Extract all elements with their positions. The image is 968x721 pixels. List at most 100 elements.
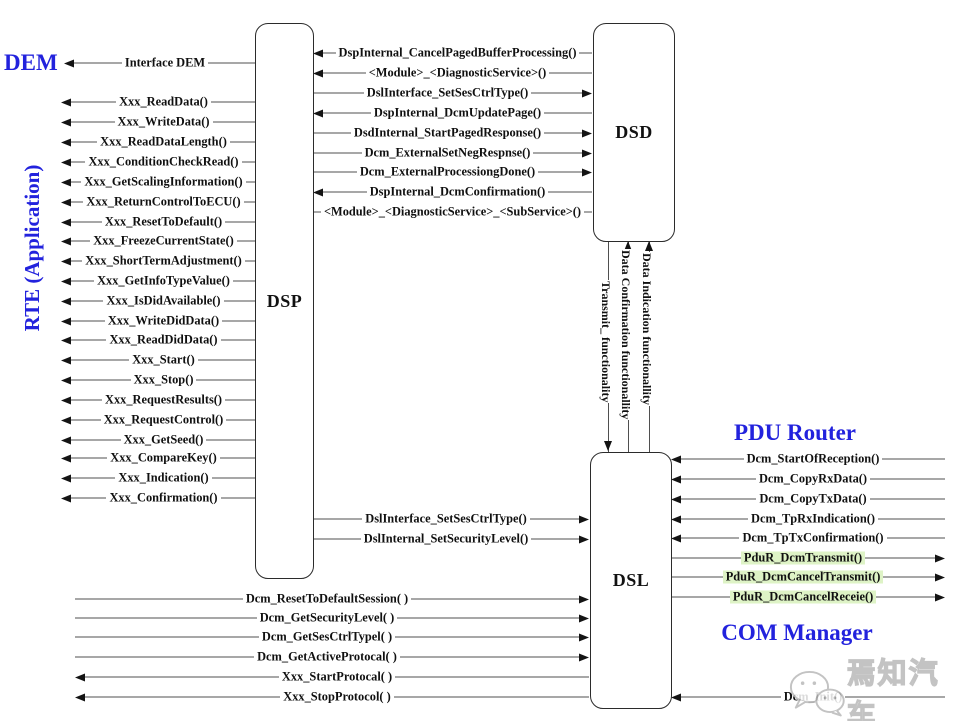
signal-label: DspInternal_DcmUpdatePage() bbox=[370, 106, 545, 120]
signal-rte_dsp-11: Xxx_WriteDidData() bbox=[61, 314, 256, 329]
arrow-left-icon bbox=[61, 98, 71, 106]
arrow-right-icon bbox=[579, 535, 589, 543]
arrow-left-icon bbox=[61, 317, 71, 325]
signal-rte_dsp-13: Xxx_Start() bbox=[61, 353, 256, 368]
signal-line bbox=[71, 379, 131, 381]
signal-app_dsl-2: Dcm_GetSesCtrlTypel( ) bbox=[75, 630, 589, 645]
dsl-box-label: DSL bbox=[612, 570, 650, 590]
signal-line bbox=[212, 121, 256, 123]
signal-line bbox=[877, 518, 946, 520]
signal-line bbox=[222, 320, 256, 322]
arrow-left-icon bbox=[671, 495, 681, 503]
signal-line bbox=[531, 92, 582, 94]
arrow-left-icon bbox=[671, 534, 681, 542]
signal-line bbox=[544, 132, 583, 134]
signal-label: Dcm_TpTxConfirmation() bbox=[739, 531, 887, 545]
signal-line bbox=[323, 52, 336, 54]
signal-line bbox=[323, 112, 371, 114]
signal-label: <Module>_<DiagnosticService>() bbox=[365, 66, 550, 80]
signal-label: Xxx_FreezeCurrentState() bbox=[90, 234, 237, 248]
signal-line bbox=[74, 62, 122, 64]
signal-line bbox=[313, 538, 361, 540]
signal-rte_dsp-12: Xxx_ReadDidData() bbox=[61, 333, 257, 348]
signal-dsp_dsl-1: DslInternal_SetSecurityLevel() bbox=[313, 532, 589, 547]
signal-rte_dsp-9: Xxx_GetInfoTypeValue() bbox=[61, 274, 257, 289]
signal-app_dsl-5: Xxx_StopProtocol( ) bbox=[75, 690, 589, 705]
signal-label: Xxx_ReadDataLength() bbox=[97, 135, 230, 149]
arrow-down-icon bbox=[604, 441, 612, 451]
signal-line bbox=[71, 141, 98, 143]
signal-line bbox=[313, 92, 364, 94]
signal-rte_dsp-0: Xxx_ReadData() bbox=[61, 95, 257, 110]
signal-line bbox=[681, 478, 756, 480]
dsd-box: DSD bbox=[593, 23, 675, 242]
signal-dsp_dsd-2: DslInterface_SetSesCtrlType() bbox=[313, 86, 592, 101]
arrow-right-icon bbox=[582, 149, 592, 157]
signal-label: Xxx_StopProtocol( ) bbox=[280, 690, 394, 704]
signal-line bbox=[681, 498, 757, 500]
signal-line bbox=[395, 636, 579, 638]
signal-rte_dsp-10: Xxx_IsDidAvailable() bbox=[61, 294, 257, 309]
arrow-left-icon bbox=[61, 178, 71, 186]
signal-line bbox=[71, 339, 107, 341]
signal-line bbox=[197, 359, 256, 361]
signal-label: Xxx_GetScalingInformation() bbox=[81, 175, 246, 189]
signal-line bbox=[579, 52, 593, 54]
signal-rte_dsp-4: Xxx_GetScalingInformation() bbox=[61, 175, 257, 190]
signal-line bbox=[883, 576, 936, 578]
signal-label: Dcm_StartOfReception() bbox=[743, 452, 883, 466]
signal-line bbox=[865, 557, 936, 559]
signal-label: Xxx_Start() bbox=[129, 353, 198, 367]
signal-line bbox=[549, 72, 592, 74]
signal-app_dsl-0: Dcm_ResetToDefaultSession( ) bbox=[75, 592, 590, 607]
signal-label: Xxx_GetSeed() bbox=[120, 433, 207, 447]
signal-app_dsl-3: Dcm_GetActiveProtocal( ) bbox=[75, 650, 590, 665]
signal-line bbox=[85, 676, 279, 678]
signal-label: Xxx_Confirmation() bbox=[106, 491, 221, 505]
signal-rte_dsp-1: Xxx_WriteData() bbox=[61, 115, 256, 130]
signal-label: DslInterface_SetSesCtrlType() bbox=[362, 512, 530, 526]
signal-label: Xxx_ReadData() bbox=[116, 95, 211, 109]
signal-line bbox=[584, 211, 593, 213]
signal-label: PduR_DcmCancelTransmit() bbox=[722, 570, 884, 584]
signal-line bbox=[411, 598, 580, 600]
signal-line bbox=[323, 72, 366, 74]
signal-line bbox=[245, 181, 257, 183]
signal-line bbox=[671, 596, 730, 598]
signal-label: DspInternal_DcmConfirmation() bbox=[366, 185, 549, 199]
signal-line bbox=[313, 518, 363, 520]
dsp-box-label: DSP bbox=[266, 290, 303, 311]
signal-line bbox=[71, 359, 130, 361]
signal-line bbox=[71, 300, 104, 302]
arrow-right-icon bbox=[579, 614, 589, 622]
arrow-left-icon bbox=[313, 188, 323, 196]
signal-line bbox=[533, 152, 582, 154]
signal-rte_dsp-16: Xxx_RequestControl() bbox=[61, 413, 257, 428]
signal-dsl_pdur-6: PduR_DcmCancelTransmit() bbox=[671, 570, 946, 585]
signal-line bbox=[395, 676, 590, 678]
signal-line bbox=[71, 399, 102, 401]
signal-line bbox=[548, 191, 592, 193]
arrow-right-icon bbox=[579, 515, 589, 523]
signal-label: Xxx_IsDidAvailable() bbox=[103, 294, 224, 308]
signal-line bbox=[211, 477, 256, 479]
arrow-left-icon bbox=[61, 297, 71, 305]
signal-line bbox=[886, 537, 946, 539]
signal-line bbox=[870, 478, 945, 480]
arrow-left-icon bbox=[61, 494, 71, 502]
arrow-left-icon bbox=[61, 436, 71, 444]
rte-application-title: RTE (Application) bbox=[20, 164, 44, 332]
signal-label: Xxx_ShortTermAdjustment() bbox=[82, 254, 245, 268]
dsp-box: DSP bbox=[255, 23, 314, 579]
signal-rte_dsp-7: Xxx_FreezeCurrentState() bbox=[61, 234, 257, 249]
signal-line bbox=[220, 339, 257, 341]
signal-label: PduR_DcmCancelReceie() bbox=[729, 590, 877, 604]
signal-label: Xxx_GetInfoTypeValue() bbox=[94, 274, 233, 288]
pdu-router-title: PDU Router bbox=[734, 420, 856, 445]
signal-line bbox=[845, 696, 945, 698]
signal-rte_dsp-14: Xxx_Stop() bbox=[61, 373, 257, 388]
signal-line bbox=[681, 518, 749, 520]
arrow-up-icon bbox=[645, 241, 653, 251]
signal-line bbox=[71, 320, 105, 322]
